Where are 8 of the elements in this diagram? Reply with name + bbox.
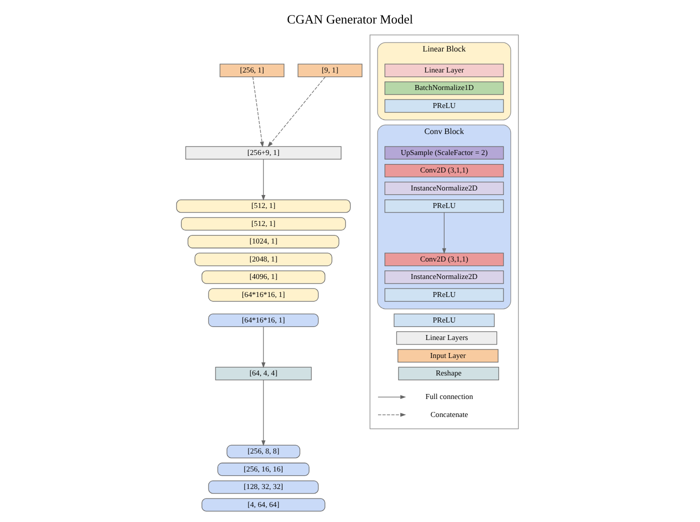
arrow — [261, 380, 266, 446]
arrow — [252, 76, 264, 148]
cluster — [370, 34, 519, 430]
diagram-title: CGAN Generator Model — [287, 12, 413, 26]
arrow — [261, 158, 266, 201]
arrow — [268, 76, 326, 148]
arrow — [261, 326, 266, 368]
arrow — [442, 212, 446, 254]
